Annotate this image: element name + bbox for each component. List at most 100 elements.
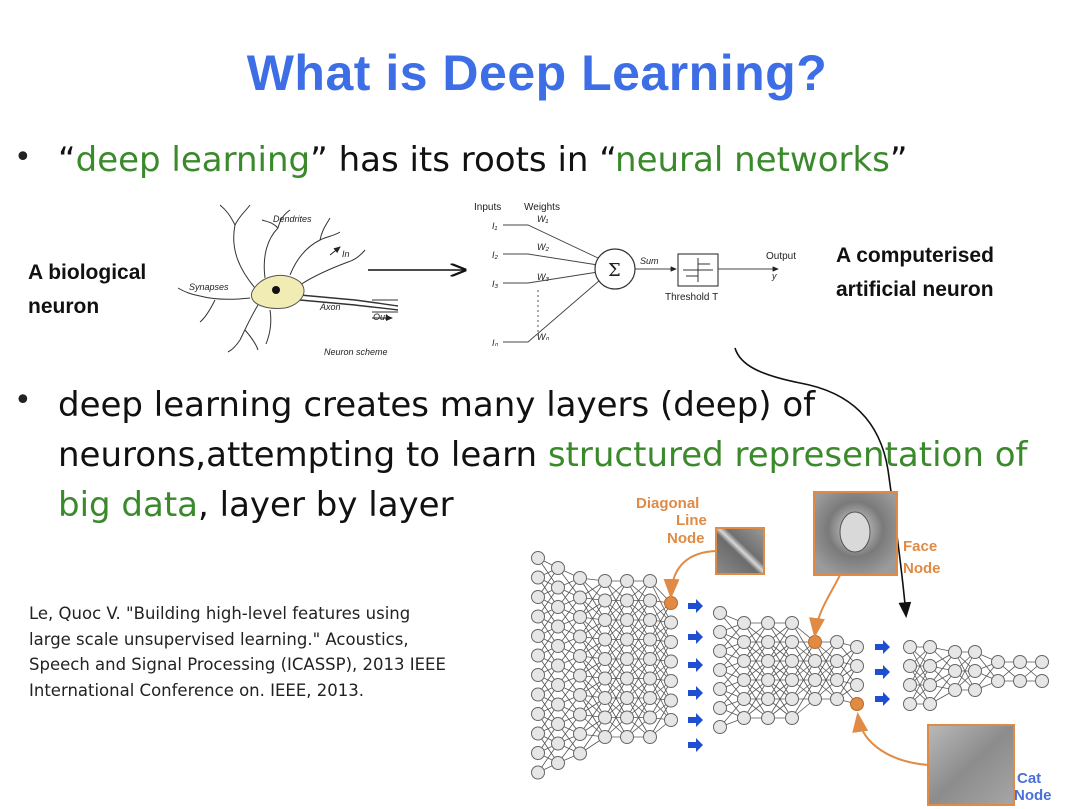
neuron	[620, 574, 634, 588]
neuron	[531, 726, 545, 741]
neuron	[761, 654, 775, 668]
neuron	[850, 659, 864, 673]
neuron	[713, 625, 727, 639]
neuron	[598, 593, 612, 608]
layers-line2-b: structured representation of	[547, 435, 1028, 475]
neuron	[551, 697, 565, 712]
network-edge	[814, 641, 838, 681]
neuron	[830, 692, 844, 706]
neuron	[531, 551, 545, 565]
neuron	[948, 664, 962, 678]
neuron	[598, 652, 612, 666]
neuron	[968, 645, 982, 659]
neuron	[620, 632, 634, 647]
cat-feature-image	[927, 724, 1015, 806]
network-edge	[791, 679, 816, 719]
neuron	[737, 692, 751, 706]
network-edge	[626, 639, 651, 679]
synapses-label: Synapses	[189, 282, 229, 292]
layer-arrow	[875, 692, 890, 706]
neuron	[643, 593, 657, 608]
diagonal-connector	[663, 550, 717, 599]
neuron	[923, 640, 937, 654]
network-edge	[604, 580, 628, 621]
art-label-line1: A computerised	[836, 244, 994, 267]
layers-line3-a: big data	[58, 485, 199, 525]
neuron	[531, 746, 545, 760]
neuron	[598, 710, 612, 725]
neuron	[830, 635, 844, 649]
neuron	[923, 697, 937, 711]
network-edge	[649, 622, 672, 660]
neuron	[808, 654, 822, 668]
neuron	[808, 673, 822, 687]
neuron	[598, 730, 612, 744]
quote-close: ”	[889, 140, 908, 180]
neuron	[948, 683, 962, 697]
neuron	[598, 671, 612, 686]
diagonal-feature-image	[715, 527, 765, 575]
layers-line1: deep learning creates many layers (deep)…	[58, 385, 816, 425]
network-edge	[767, 679, 793, 719]
output-y: y	[771, 271, 777, 281]
network-nodes	[531, 551, 1049, 780]
neuron	[573, 707, 587, 722]
quote-open: “	[58, 140, 76, 180]
network-edge	[579, 678, 606, 715]
neuron	[664, 674, 678, 688]
network-edge	[791, 660, 816, 700]
neuron	[598, 613, 612, 627]
neuron	[531, 570, 545, 585]
neuron	[948, 645, 962, 659]
face-label-2: Node	[903, 560, 941, 577]
weight-1: W₁	[537, 214, 548, 224]
neuron	[643, 710, 657, 725]
neuron	[551, 580, 565, 595]
neuron	[713, 682, 727, 696]
neuron	[737, 711, 751, 725]
neuron	[531, 590, 545, 604]
neuron	[785, 616, 799, 630]
neuron	[1013, 674, 1027, 688]
neuron	[531, 707, 545, 721]
neuron	[531, 668, 545, 682]
network-edge	[626, 619, 651, 660]
network-edge	[579, 697, 606, 735]
network-edge	[743, 641, 769, 681]
neuron	[573, 746, 587, 761]
neuron	[1013, 655, 1027, 669]
neuron	[573, 610, 587, 624]
weight-2: W₂	[537, 242, 549, 252]
layer-arrow	[688, 658, 703, 672]
network-edge	[743, 622, 769, 662]
network-edge	[604, 639, 628, 679]
neuron	[573, 590, 587, 605]
neuron	[551, 678, 565, 692]
diagonal-label-2: Line	[676, 512, 707, 529]
neuron	[643, 730, 657, 744]
neuron	[785, 692, 799, 706]
neuron	[620, 691, 634, 705]
neuron	[598, 691, 612, 705]
neuron	[664, 713, 678, 727]
neuron	[551, 639, 565, 653]
input-3: I₃	[492, 279, 499, 289]
neuron	[737, 654, 751, 668]
network-edge	[909, 646, 931, 686]
inputs-header: Inputs	[474, 202, 501, 213]
network-edge	[579, 658, 606, 696]
output-label: Output	[766, 251, 796, 262]
layer-arrow	[688, 738, 703, 752]
network-edge	[649, 641, 672, 679]
in-label: In	[342, 249, 350, 259]
neuron	[923, 659, 937, 673]
neuron	[551, 658, 565, 673]
reference-line1: Le, Quoc V. "Building high-level feature…	[29, 604, 411, 623]
reference-line2: large scale unsupervised learning." Acou…	[29, 629, 409, 649]
neuron	[713, 720, 727, 734]
layers-line2: neurons,attempting to learn structured r…	[58, 430, 1058, 480]
neuron	[1035, 674, 1049, 688]
neuron	[551, 736, 565, 751]
